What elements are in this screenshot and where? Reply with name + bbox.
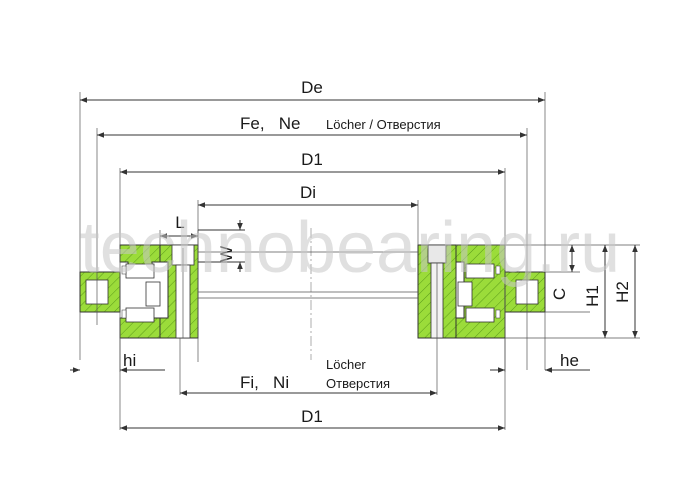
label-hi: hi	[123, 351, 136, 370]
label-fe-ne: Fe, Ne	[240, 114, 300, 133]
label-h2: H2	[613, 281, 632, 303]
label-w: W	[217, 246, 236, 262]
left-roller-mid	[145, 281, 161, 307]
label-c: C	[550, 288, 569, 300]
left-roller-bot	[125, 307, 155, 323]
left-section	[79, 244, 199, 339]
watermark: technobearing.ru	[80, 208, 620, 288]
label-fi-ni: Fi, Ni	[240, 373, 289, 392]
right-roller-top	[465, 263, 495, 279]
label-h1: H1	[583, 285, 602, 307]
right-roller-mid	[457, 281, 473, 307]
dimension-lines	[70, 97, 638, 431]
label-de: De	[301, 78, 323, 97]
right-roller-bot	[465, 307, 495, 323]
extension-lines	[79, 92, 640, 430]
label-fe-ne-holes: Löcher / Отверстия	[326, 117, 441, 132]
label-l: L	[175, 213, 184, 232]
label-d1-bottom: D1	[301, 407, 323, 426]
label-he: he	[560, 351, 579, 370]
label-di: Di	[300, 183, 316, 202]
label-fi-ni-holes-de: Löcher	[326, 357, 366, 372]
label-d1-top: D1	[301, 150, 323, 169]
label-fi-ni-holes-ru: Отверстия	[326, 376, 390, 391]
